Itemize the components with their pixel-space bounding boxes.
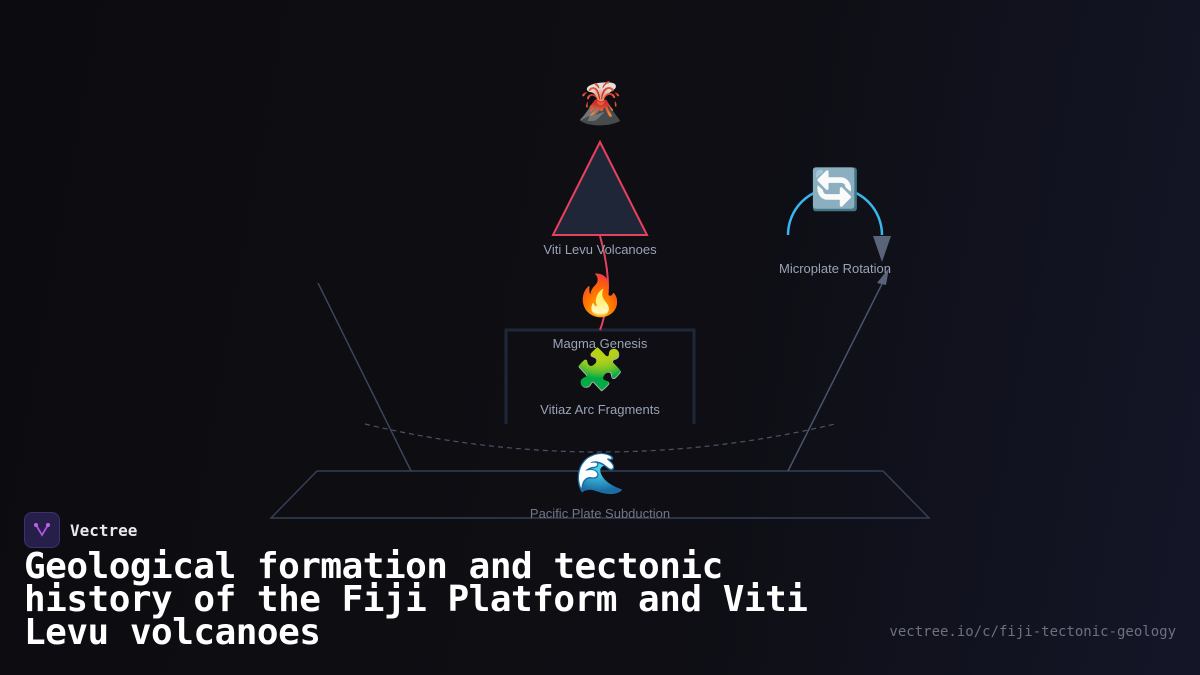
subduction-plate-shape <box>269 470 931 519</box>
arrowhead <box>877 268 889 285</box>
brand: Vectree <box>24 512 137 548</box>
volcanoes-label: Viti Levu Volcanoes <box>543 242 657 257</box>
left-connector <box>317 282 412 472</box>
fire-icon: 🔥 <box>575 274 625 318</box>
source-url[interactable]: vectree.io/c/fiji-tectonic-geology <box>889 624 1176 640</box>
volcano-triangle <box>551 139 649 236</box>
page-title: Geological formation and tectonic histor… <box>24 546 808 653</box>
puzzle-icon: 🧩 <box>575 348 625 392</box>
vectree-logo-icon <box>24 512 60 548</box>
rotation-icon: 🔄 <box>810 168 860 212</box>
rotation-arc <box>786 186 884 236</box>
subduction-label: Pacific Plate Subduction <box>529 506 671 521</box>
right-connector-arrow <box>787 279 885 472</box>
dashed-arc <box>364 423 836 453</box>
fragments-label: Vitiaz Arc Fragments <box>540 402 660 417</box>
magma-link <box>599 235 609 331</box>
volcano-icon: 🌋 <box>575 82 625 126</box>
wave-icon: 🌊 <box>575 452 625 496</box>
rotation-arrowhead <box>873 236 891 262</box>
rotation-label: Microplate Rotation <box>779 261 891 276</box>
magma-label: Magma Genesis <box>552 336 648 351</box>
brand-name: Vectree <box>70 520 138 540</box>
